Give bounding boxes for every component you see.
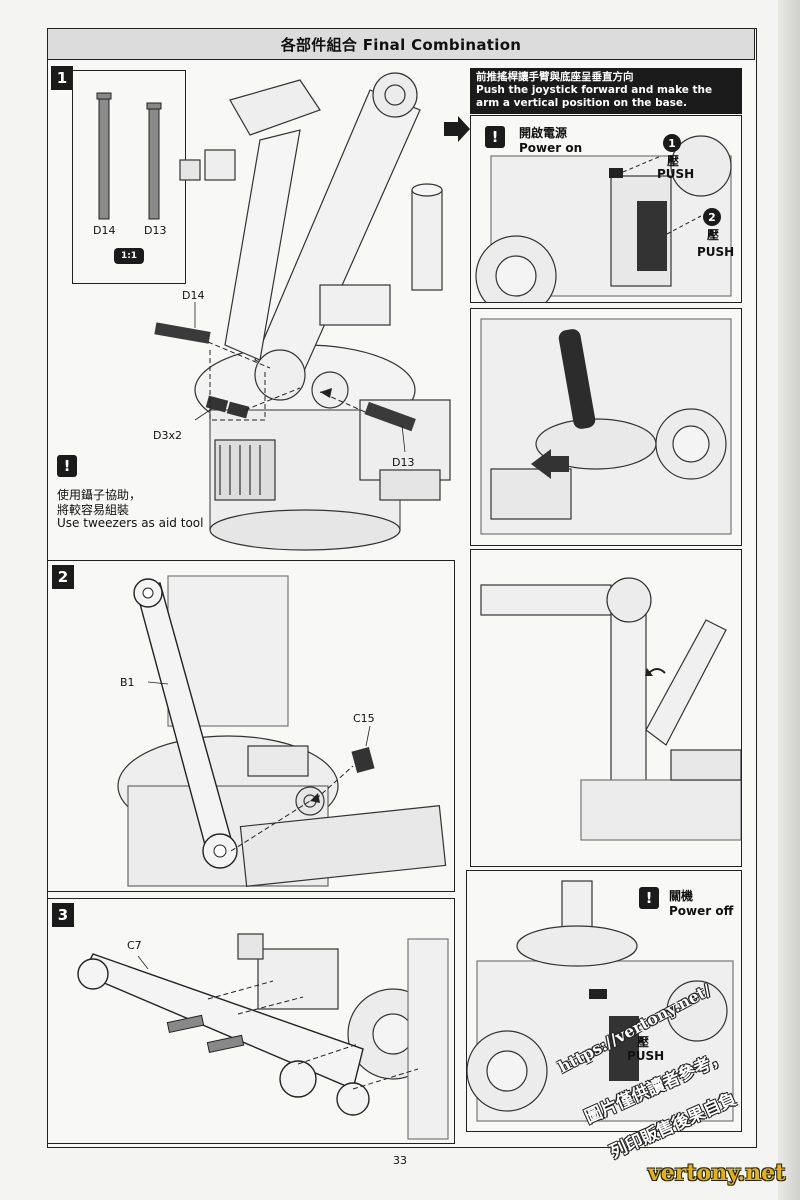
step-2-illustration [117, 575, 447, 887]
step-circle-1: 1 [663, 134, 681, 152]
instruction-note: 前推搖桿讓手臂與底座呈垂直方向 Push the joystick forwar… [470, 68, 742, 114]
tip-en: Use tweezers as aid tool [57, 516, 204, 530]
power-off-en: Power off [669, 904, 734, 918]
joystick-illustration [480, 318, 732, 535]
press-2-en: PUSH [697, 245, 735, 259]
watermark-site: vertony.net [648, 1160, 786, 1186]
step-3-illustration [77, 933, 449, 1140]
part-label-d13: D13 [144, 224, 167, 237]
warning-icon: ! [57, 455, 77, 477]
power-off-panel: ! 關機 Power off 壓 PUSH [466, 870, 742, 1132]
vertical-arm-illustration [480, 577, 741, 841]
power-off-zh: 關機 [669, 889, 694, 903]
press-3-en: PUSH [627, 1049, 665, 1063]
step-number-badge: 2 [52, 565, 74, 589]
press-2-zh: 壓 [707, 228, 720, 242]
note-zh: 前推搖桿讓手臂與底座呈垂直方向 [476, 71, 634, 83]
power-off-illustration [467, 880, 734, 1122]
note-en: Push the joystick forward and make the a… [476, 84, 713, 109]
power-on-en: Power on [519, 141, 583, 155]
joystick-panel [470, 308, 742, 546]
callout-d3x2: D3x2 [153, 429, 182, 442]
step-3-panel: 3 C7 [47, 898, 455, 1144]
power-on-panel: ! 開啟電源 Power on 1 壓 PUSH 2 壓 PUSH [470, 115, 742, 303]
press-1-en: PUSH [657, 167, 695, 181]
page-title-text: 各部件組合 Final Combination [280, 35, 522, 54]
page-edge [778, 0, 800, 1200]
step-number-badge: 3 [52, 903, 74, 927]
callout-d13: D13 [392, 456, 415, 469]
press-3-zh: 壓 [637, 1035, 650, 1049]
callout-b1: B1 [120, 676, 135, 689]
step-number-badge: 1 [51, 66, 73, 90]
step-1-panel: 1 [47, 62, 461, 556]
power-on-illustration [475, 135, 732, 302]
scale-badge: 1:1 [114, 248, 144, 264]
page-number: 33 [393, 1154, 407, 1167]
parts-drawing [96, 92, 162, 220]
tip-zh-line1: 使用鑷子協助， [57, 488, 142, 502]
warning-icon: ! [485, 126, 505, 148]
warning-icon: ! [639, 887, 659, 909]
callout-d14: D14 [182, 289, 205, 302]
callout-c7: C7 [127, 939, 142, 952]
press-1-zh: 壓 [667, 154, 680, 168]
page-title: 各部件組合 Final Combination [47, 28, 755, 60]
callout-c15: C15 [353, 712, 375, 725]
vertical-arm-panel [470, 549, 742, 867]
step-circle-2: 2 [703, 208, 721, 226]
part-label-d14: D14 [93, 224, 116, 237]
tip-zh-line2: 將較容易組裝 [57, 503, 130, 517]
step-2-panel: 2 B1 C15 [47, 560, 455, 892]
power-on-zh: 開啟電源 [519, 126, 568, 140]
